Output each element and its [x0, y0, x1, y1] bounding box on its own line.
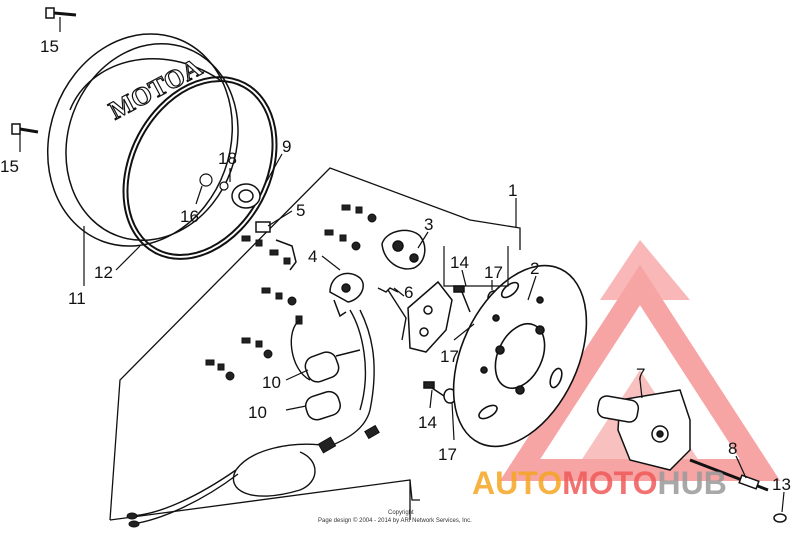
callout-14a: 14: [450, 253, 469, 272]
contact-point-part-4: [329, 272, 364, 318]
callout-4: 4: [308, 247, 317, 266]
stator-plate-part-2: [452, 264, 588, 448]
callout-14b: 14: [418, 413, 437, 432]
screw-part-15b: [11, 123, 39, 135]
cover-emblem: MOTOA: [104, 52, 207, 125]
wiring-harness: [129, 289, 407, 525]
washer-part-18: [219, 181, 229, 191]
rotor-part-7: [596, 389, 691, 471]
leader-lines: [19, 17, 785, 513]
callout-3: 3: [424, 215, 433, 234]
svg-text:AUTOMOTOHUB: AUTOMOTOHUB: [472, 465, 727, 501]
callout-15a: 15: [40, 37, 59, 56]
watermark-brand: AUTOMOTOHUB: [472, 465, 727, 501]
brand-hub: HUB: [657, 465, 726, 501]
condenser-part-10a: [304, 349, 361, 383]
oring-part-13: [773, 513, 787, 523]
callout-2: 2: [530, 259, 539, 278]
condenser-part-10b: [304, 390, 341, 421]
contact-part-3: [381, 229, 426, 270]
callout-10b: 10: [248, 403, 267, 422]
grommet-part-9: [231, 183, 261, 209]
callout-16: 16: [180, 207, 199, 226]
callout-18: 18: [218, 149, 237, 168]
screw-part-15a: [45, 7, 77, 19]
assembly-outline: [109, 167, 521, 521]
callout-10a: 10: [262, 373, 281, 392]
callout-11: 11: [68, 289, 86, 308]
callout-15b: 15: [0, 157, 19, 176]
base-plate: [407, 280, 453, 353]
callout-1: 1: [508, 181, 517, 200]
callout-12: 12: [94, 263, 113, 282]
callout-9: 9: [282, 137, 291, 156]
callout-5: 5: [296, 201, 305, 220]
copyright-line2: Page design © 2004 - 2014 by ARI Network…: [318, 517, 472, 524]
callout-17b: 17: [440, 347, 459, 366]
brand-moto: MOTO: [562, 465, 657, 501]
callout-labels: 15 15 18 9 16 12 11 5 3 4 1 14 17 2 6 17…: [0, 37, 791, 494]
callout-8: 8: [728, 439, 737, 458]
copyright-line1: Copyright: [388, 510, 414, 516]
callout-7: 7: [636, 365, 645, 384]
shaft-part-8: [689, 458, 769, 492]
terminal-plugs: [126, 424, 380, 528]
brand-auto: AUTO: [472, 465, 562, 501]
bracket-part-5: [255, 221, 297, 271]
callout-6: 6: [404, 283, 413, 302]
cover-part-11: [46, 33, 239, 247]
callout-17c: 17: [438, 445, 457, 464]
callout-17a: 17: [484, 263, 503, 282]
nut-part-16: [199, 173, 213, 187]
callout-13: 13: [772, 475, 791, 494]
small-hardware: [205, 204, 377, 381]
